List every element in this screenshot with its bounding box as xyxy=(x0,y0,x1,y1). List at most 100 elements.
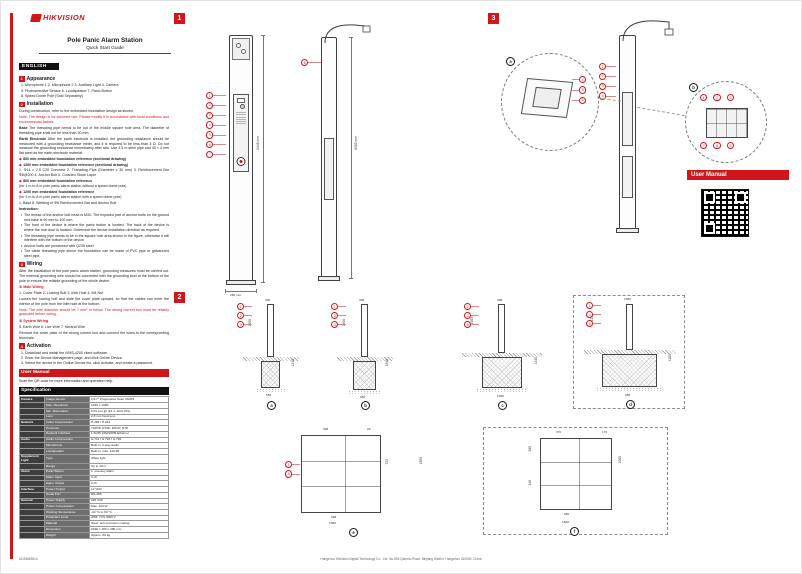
callout-leader-line xyxy=(213,144,227,145)
wiring-step2-text: Remove the cover plate of the strong cur… xyxy=(19,330,169,340)
spec-row: Power Consumption Max. 120 W xyxy=(19,503,169,510)
earth-paragraph: Earth Electrode After the earth electrod… xyxy=(19,137,169,156)
detail-a-callouts: 4 5 6 xyxy=(572,76,587,105)
width-dimension-line xyxy=(225,290,257,293)
dim-right: 1280 xyxy=(668,354,672,362)
spec-row: Audio Audio Compression G.711 / G.722 / … xyxy=(19,436,169,444)
callout-leader-line xyxy=(292,464,301,465)
base-frame-drawing xyxy=(301,435,381,513)
appearance-line: 8. Speed Dome Pole (Sold Separately) xyxy=(21,94,83,99)
callout-leader-line xyxy=(338,306,347,307)
red-spine-rule xyxy=(10,13,13,559)
fig-label: e xyxy=(349,528,358,537)
instruction-title: Instruction: xyxy=(19,207,39,212)
fig-label: c xyxy=(498,401,507,410)
callout-leader-line xyxy=(606,66,617,67)
foundation-ref-2: ◆ 1200 mm embedded foundation reference … xyxy=(19,163,169,168)
callout-number: 4 xyxy=(599,92,607,100)
callout: 1 xyxy=(206,92,227,100)
spec-row: Weight Approx. 60 kg xyxy=(19,531,169,539)
exploded-panel xyxy=(622,92,633,146)
foundation-legend-2: 1. Base 8. Welding of Φ8 Reinforcement B… xyxy=(19,201,117,206)
section3-pole-callouts: 1 2 3 4 xyxy=(599,63,617,100)
spec-value-cell: H.265 / H.264 xyxy=(89,419,169,427)
user-manual-banner-right: User Manual xyxy=(687,170,789,180)
callout-8: 8 xyxy=(301,59,322,67)
light-dot-icon xyxy=(241,49,246,54)
dim-top-2: 170 xyxy=(602,430,608,434)
fig-callouts: 1 2 3 xyxy=(237,303,253,329)
appearance-line: 5. Photosensitive Sensor 6. Loudspeaker … xyxy=(21,88,112,93)
callout: 3 xyxy=(599,82,617,90)
callout-number: 3 xyxy=(599,82,607,90)
camera-dot-icon xyxy=(236,43,241,48)
callout: 3 xyxy=(206,111,227,119)
pole-width-dim: 280 mm xyxy=(230,293,242,297)
spec-value-cell: 2-ch xyxy=(89,480,169,488)
front-panel xyxy=(233,94,249,172)
footer-address: Hangzhou Hikvision Digital Technology Co… xyxy=(320,557,482,561)
dim-bottom: 650 xyxy=(266,393,272,397)
spec-row: Protection Level IP66, TVS 4000 V xyxy=(19,514,169,522)
callout: 5 xyxy=(586,319,602,328)
pole-section xyxy=(361,304,368,357)
callout-leader-line xyxy=(471,315,480,316)
dim-top: 308 xyxy=(359,298,365,302)
dim-bottom-1: 598 xyxy=(331,515,337,519)
callout-number: 1 xyxy=(206,92,214,100)
dim-right: 1340 xyxy=(291,359,295,367)
wiring-heading: 3 Wiring xyxy=(19,261,169,268)
spec-value-cell: Built-in, 2-way audio xyxy=(89,442,169,450)
callout: 5 xyxy=(572,86,587,94)
spec-value-cell: G.711 / G.722 / G.726 xyxy=(89,436,169,444)
detail-leader-line xyxy=(637,106,685,117)
dim-bottom-1: 650 xyxy=(564,512,570,516)
installation-number: 2 xyxy=(19,101,25,108)
spec-row: General Power Supply 220 VAC xyxy=(19,497,169,505)
callout-leader-line xyxy=(572,100,579,101)
spec-row: Network Video Compression H.265 / H.264 xyxy=(19,419,169,427)
callout-number: 4 xyxy=(331,320,339,329)
spec-label-cell: Weight xyxy=(44,531,90,539)
spec-row: Max. Resolution 1920 × 1080 xyxy=(19,402,169,409)
foundation-ref-3: ◆ 800 mm embedded foundation reference xyxy=(19,179,169,184)
spec-row: Supplement Light Type White light xyxy=(19,453,169,465)
document-title: Pole Panic Alarm Station xyxy=(67,37,143,44)
callout: 2 xyxy=(206,101,227,110)
section-3-badge: 3 xyxy=(488,13,499,24)
callout-number: 2 xyxy=(464,303,472,311)
dim-right: 1340 xyxy=(534,357,538,365)
callout: 2 xyxy=(599,72,617,81)
callout: 1 xyxy=(331,303,347,311)
pole-section xyxy=(267,304,274,357)
callout: 1 xyxy=(599,63,617,71)
tall-pole-drawing xyxy=(318,37,340,281)
spec-row: Camera Image Sensor 1/2.7" Progressive S… xyxy=(19,396,169,404)
dim-bottom: 650 xyxy=(360,395,366,399)
section-1-badge: 1 xyxy=(174,13,185,24)
spec-label-cell: Type xyxy=(44,453,90,465)
tall-pole-base-plate xyxy=(318,276,340,281)
callout-leader-line xyxy=(471,306,480,307)
tall-pole-panel xyxy=(324,138,334,200)
spec-row: Alarm Output 2-ch xyxy=(19,480,169,488)
callout-leader-line xyxy=(606,76,617,77)
callout-number: 3 xyxy=(726,94,735,102)
spec-value-cell: 12 VDC xyxy=(89,486,169,493)
diamond-bullet-icon: ◆ xyxy=(19,162,22,167)
detail-circle-a: 4 5 6 xyxy=(501,53,599,151)
spec-value-cell: 1 RJ45 10M/100M Ethernet xyxy=(89,430,169,438)
callout-number: 2 xyxy=(206,101,214,110)
pole-section xyxy=(626,304,633,350)
callout-number: 2 xyxy=(331,311,339,320)
concrete-block xyxy=(602,354,657,387)
callout-leader-line xyxy=(244,306,253,307)
dim-top: 400 xyxy=(265,298,271,302)
callout: 4 xyxy=(572,76,587,84)
callout-leader-line xyxy=(593,323,602,324)
wiring-step2-title: ② System Wiring xyxy=(19,318,49,323)
callout-number: 6 xyxy=(579,96,587,105)
callout: 6 xyxy=(206,140,227,149)
